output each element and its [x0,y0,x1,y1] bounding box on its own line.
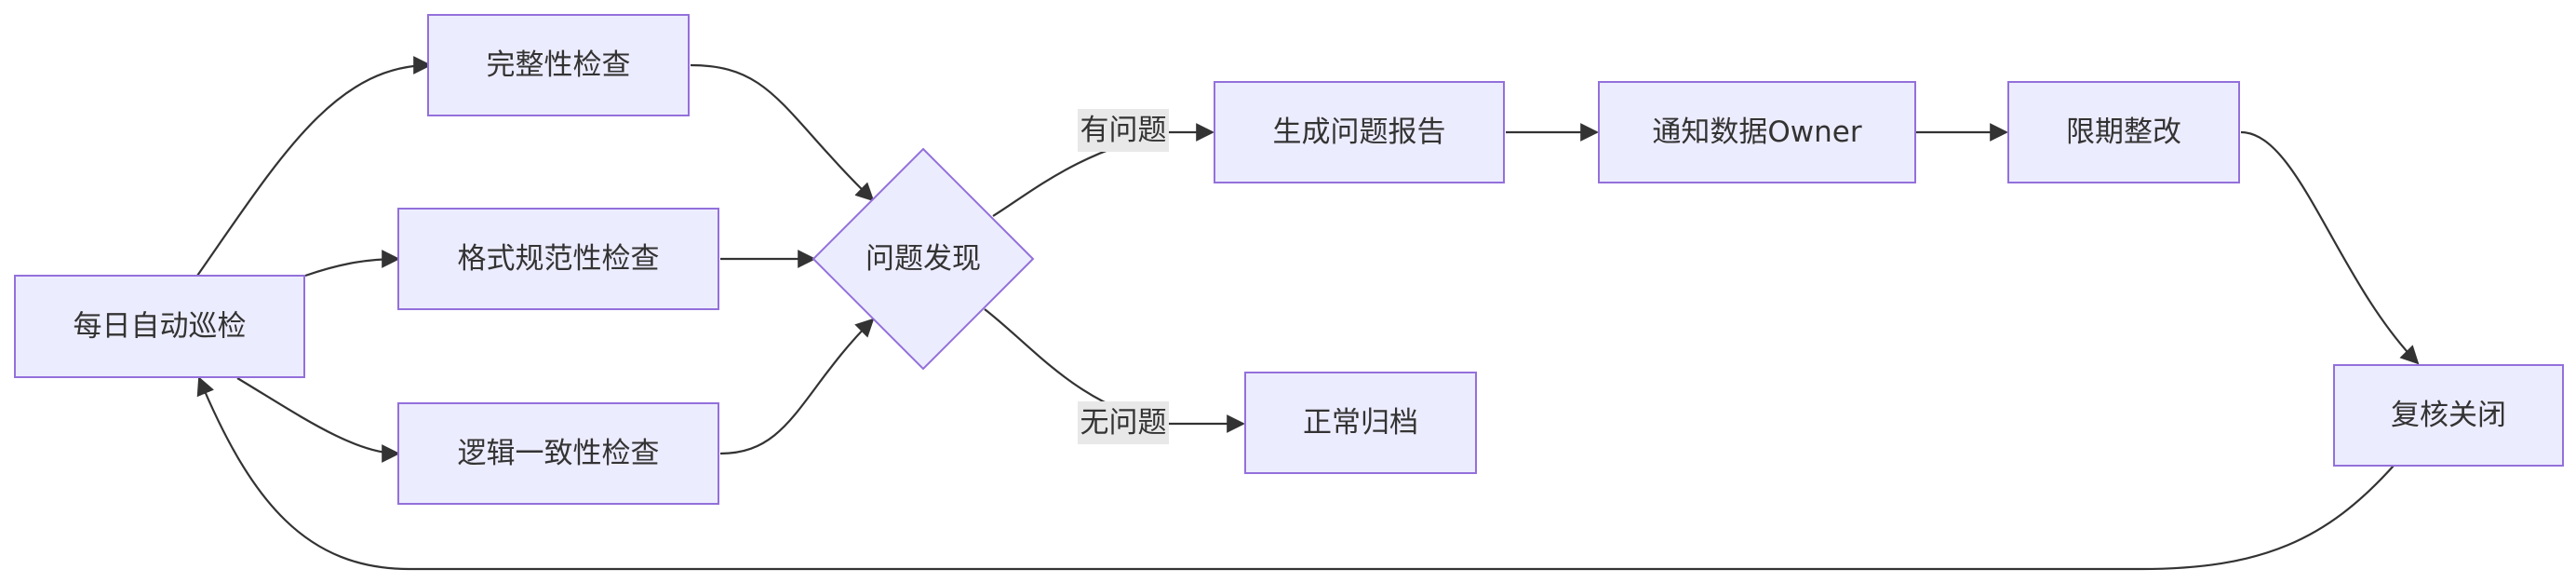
node-notify-owner[interactable]: 通知数据Owner [1598,81,1916,183]
edges [196,56,2420,571]
node-rectify-deadline[interactable]: 限期整改 [2007,81,2240,183]
edge-rectify-to-review [2240,130,2420,365]
node-completeness-check-label: 完整性检查 [487,48,631,82]
edge-logic-to-issue [719,318,875,455]
node-completeness-check[interactable]: 完整性检查 [427,14,690,116]
node-notify-owner-label: 通知数据Owner [1652,115,1861,149]
node-generate-report[interactable]: 生成问题报告 [1214,81,1505,183]
edge-patrol-to-format [304,250,400,278]
edge-label-no-issue: 无问题 [1078,401,1169,444]
node-rectify-deadline-label: 限期整改 [2066,115,2181,149]
node-generate-report-label: 生成问题报告 [1273,115,1446,149]
edge-label-has-issue-text: 有问题 [1080,114,1167,147]
node-format-check[interactable]: 格式规范性检查 [397,208,719,310]
node-review-close-label: 复核关闭 [2391,399,2506,432]
edge-review-to-patrol [196,376,2395,571]
node-logic-check-label: 逻辑一致性检查 [458,437,660,470]
edge-label-no-issue-text: 无问题 [1080,406,1167,440]
edge-patrol-to-completeness [196,56,432,277]
node-daily-patrol[interactable]: 每日自动巡检 [14,275,305,378]
node-daily-patrol-label: 每日自动巡检 [74,310,247,344]
node-review-close[interactable]: 复核关闭 [2333,364,2564,467]
edge-patrol-to-logic [236,377,400,463]
edge-completeness-to-issue [690,63,875,202]
node-format-check-label: 格式规范性检查 [458,242,660,276]
edge-label-has-issue: 有问题 [1078,109,1169,152]
node-normal-archive[interactable]: 正常归档 [1244,372,1477,474]
node-issue-found-label: 问题发现 [865,242,981,276]
node-logic-check[interactable]: 逻辑一致性检查 [397,402,719,505]
node-normal-archive-label: 正常归档 [1303,406,1418,440]
node-issue-found[interactable]: 问题发现 [812,147,1035,371]
